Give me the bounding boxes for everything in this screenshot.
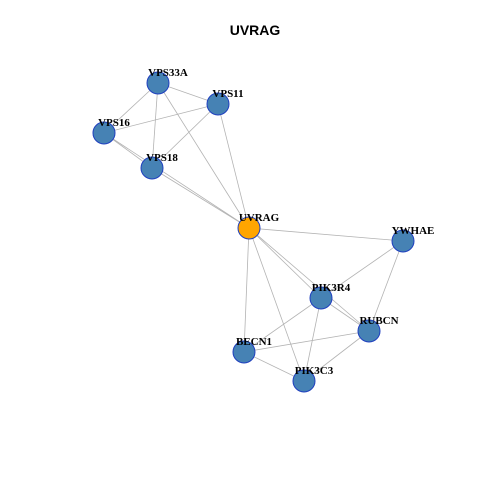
edge-uvrag-rubcn [248, 227, 370, 332]
edge-vps33a-vps16 [103, 82, 159, 134]
edge-vps11-uvrag [217, 103, 250, 229]
edge-uvrag-becn1 [243, 227, 250, 353]
node-label-vps33a: VPS33A [148, 67, 188, 79]
node-vps33a[interactable] [146, 71, 170, 95]
edge-pik3r4-becn1 [243, 297, 322, 353]
edge-rubcn-pik3c3 [303, 330, 370, 382]
node-becn1[interactable] [232, 340, 256, 364]
node-ywhae[interactable] [391, 229, 415, 253]
edge-uvrag-pik3c3 [248, 227, 305, 382]
node-label-vps11: VPS11 [212, 88, 243, 100]
edge-rubcn-becn1 [243, 330, 370, 353]
node-label-vps16: VPS16 [98, 117, 130, 129]
node-label-uvrag: UVRAG [239, 212, 280, 224]
node-label-becn1: BECN1 [236, 336, 272, 348]
edge-vps11-vps18 [151, 103, 219, 169]
edges-layer [103, 82, 404, 382]
diagram-title: UVRAG [230, 22, 281, 38]
node-uvrag[interactable] [237, 216, 261, 240]
node-pik3r4[interactable] [309, 286, 333, 310]
node-label-pik3r4: PIK3R4 [312, 282, 351, 294]
node-label-pik3c3: PIK3C3 [295, 365, 334, 377]
edge-vps11-vps16 [103, 103, 219, 134]
edge-uvrag-pik3r4 [248, 227, 322, 299]
node-vps18[interactable] [140, 156, 164, 180]
edge-ywhae-pik3r4 [320, 240, 404, 299]
edge-uvrag-ywhae [248, 227, 404, 242]
nodes-layer [92, 71, 415, 393]
edge-vps16-uvrag [103, 132, 250, 229]
edge-vps33a-vps18 [151, 82, 159, 169]
edge-pik3r4-pik3c3 [303, 297, 322, 382]
node-rubcn[interactable] [357, 319, 381, 343]
node-label-vps18: VPS18 [146, 152, 178, 164]
node-vps11[interactable] [206, 92, 230, 116]
edge-vps18-uvrag [151, 167, 250, 229]
edge-ywhae-rubcn [368, 240, 404, 332]
node-label-ywhae: YWHAE [392, 225, 435, 237]
node-pik3c3[interactable] [292, 369, 316, 393]
node-vps16[interactable] [92, 121, 116, 145]
edge-vps33a-uvrag [157, 82, 250, 229]
node-label-rubcn: RUBCN [359, 315, 398, 327]
